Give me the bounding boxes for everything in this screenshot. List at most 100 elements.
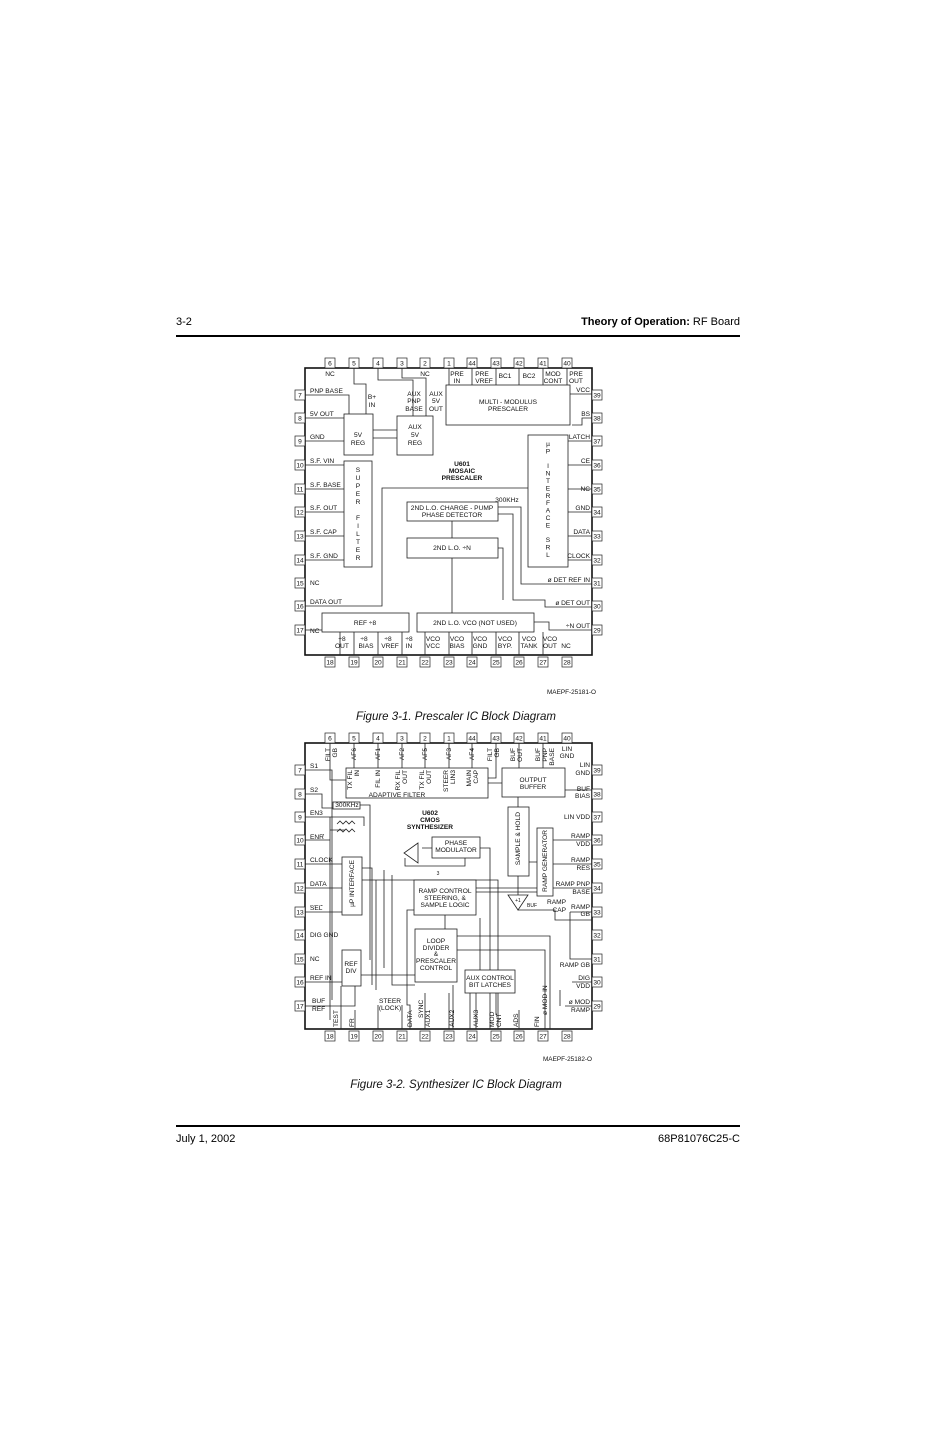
pin-number: 34 <box>593 886 601 893</box>
wires <box>305 368 592 655</box>
pin-number: 4 <box>376 736 380 743</box>
label: PNP <box>407 398 421 405</box>
label: REF ÷8 <box>354 620 377 627</box>
pin-number: 30 <box>593 604 601 611</box>
label: S.F. BASE <box>310 482 341 489</box>
pin-number: 21 <box>398 660 406 667</box>
buffer-amplifier-icon <box>507 894 529 911</box>
chip-label: MOSAIC <box>449 468 476 475</box>
label: GB <box>332 747 339 757</box>
pin-number: 31 <box>593 957 601 964</box>
chip-label: CMOS <box>420 817 440 824</box>
label: CE <box>581 458 591 465</box>
pin-number: 44 <box>468 736 476 743</box>
label: CONT <box>544 378 563 385</box>
label: LATCH <box>569 434 590 441</box>
pin-number: 19 <box>350 660 358 667</box>
pin-number: 41 <box>539 736 547 743</box>
label: BIAS <box>449 643 465 650</box>
label: AF4 <box>469 748 476 760</box>
label: 5V <box>432 398 441 405</box>
up-interface-letter: L <box>546 552 550 559</box>
label: SYNC <box>418 999 425 1018</box>
label: VDD <box>576 983 590 990</box>
label: ÷N OUT <box>566 623 590 630</box>
label: AF1 <box>375 748 382 760</box>
label: PRESCALER <box>488 406 528 413</box>
pin-box <box>372 656 384 668</box>
pin-number: 23 <box>445 660 453 667</box>
ramp-control-block <box>413 879 477 916</box>
label: S2 <box>310 787 318 794</box>
up-interface-block <box>341 856 363 916</box>
label: RAMP <box>571 857 591 864</box>
pin-number: 28 <box>563 660 571 667</box>
label: NC <box>580 486 590 493</box>
label: CONTROL <box>420 965 453 972</box>
label: DIV <box>346 968 358 975</box>
label: RX FIL <box>395 770 402 791</box>
label: DIVIDER <box>423 945 450 952</box>
loop-divider-block <box>414 928 458 983</box>
pin-number: 29 <box>593 1004 601 1011</box>
lo-vco-block <box>416 612 535 633</box>
pin-box <box>561 732 573 744</box>
up-interface-letter: C <box>546 515 551 522</box>
label: AUX <box>408 424 422 431</box>
label: ENR <box>310 834 324 841</box>
pin-box <box>591 600 603 612</box>
label: BYP. <box>498 643 512 650</box>
pin-box <box>294 577 306 589</box>
label: STEERING, & <box>424 895 466 902</box>
pin-number: 25 <box>492 660 500 667</box>
label: NC <box>420 371 430 378</box>
pin-box <box>372 1030 384 1042</box>
pin-box <box>419 1030 431 1042</box>
pin-number: 28 <box>563 1034 571 1041</box>
label: AUX3 <box>473 1009 480 1027</box>
label: BUF <box>577 786 590 793</box>
label: +1 <box>515 898 521 904</box>
super-filter-letter: L <box>356 531 360 538</box>
label: S.F. CAP <box>310 529 337 536</box>
super-filter-letter: F <box>356 515 360 522</box>
label: 2ND L.O. VCO (NOT USED) <box>433 620 517 627</box>
label: PNP BASE <box>310 388 343 395</box>
label: BASE <box>405 406 423 413</box>
figure-caption: Figure 3-1. Prescaler IC Block Diagram <box>356 711 556 723</box>
pin-number: 33 <box>593 910 601 917</box>
label: ADAPTIVE FILTER <box>369 792 426 799</box>
label: OUTPUT <box>519 777 546 784</box>
label: RES <box>576 865 590 872</box>
pin-number: 22 <box>421 1034 429 1041</box>
amplifier-icon <box>403 842 419 864</box>
header-rule <box>176 335 740 337</box>
footer-date: July 1, 2002 <box>176 1133 236 1145</box>
label: OUT <box>429 406 443 413</box>
pin-box <box>591 389 603 401</box>
label: BIAS <box>358 643 374 650</box>
label: MOD <box>489 1011 496 1027</box>
label: SAMPLE LOGIC <box>420 902 469 909</box>
super-filter-letter: U <box>356 475 361 482</box>
label: FR <box>349 1018 356 1027</box>
label: BASE <box>549 747 556 765</box>
label: MAIN <box>466 770 473 787</box>
label: FIL IN <box>375 770 382 788</box>
label: VREF <box>475 378 493 385</box>
label: CAP <box>552 907 566 914</box>
label: REG <box>408 440 422 447</box>
pin-number: 43 <box>492 361 500 368</box>
label: IN <box>454 378 461 385</box>
label: 300KHz <box>335 802 358 809</box>
pin-number: 31 <box>593 581 601 588</box>
aux-5v-reg-block <box>396 415 434 456</box>
pin-number: 30 <box>593 980 601 987</box>
resistor-icon <box>336 820 356 833</box>
super-filter-block <box>343 460 373 568</box>
label: IN <box>354 770 361 777</box>
pin-box <box>490 656 502 668</box>
pin-box <box>466 656 478 668</box>
